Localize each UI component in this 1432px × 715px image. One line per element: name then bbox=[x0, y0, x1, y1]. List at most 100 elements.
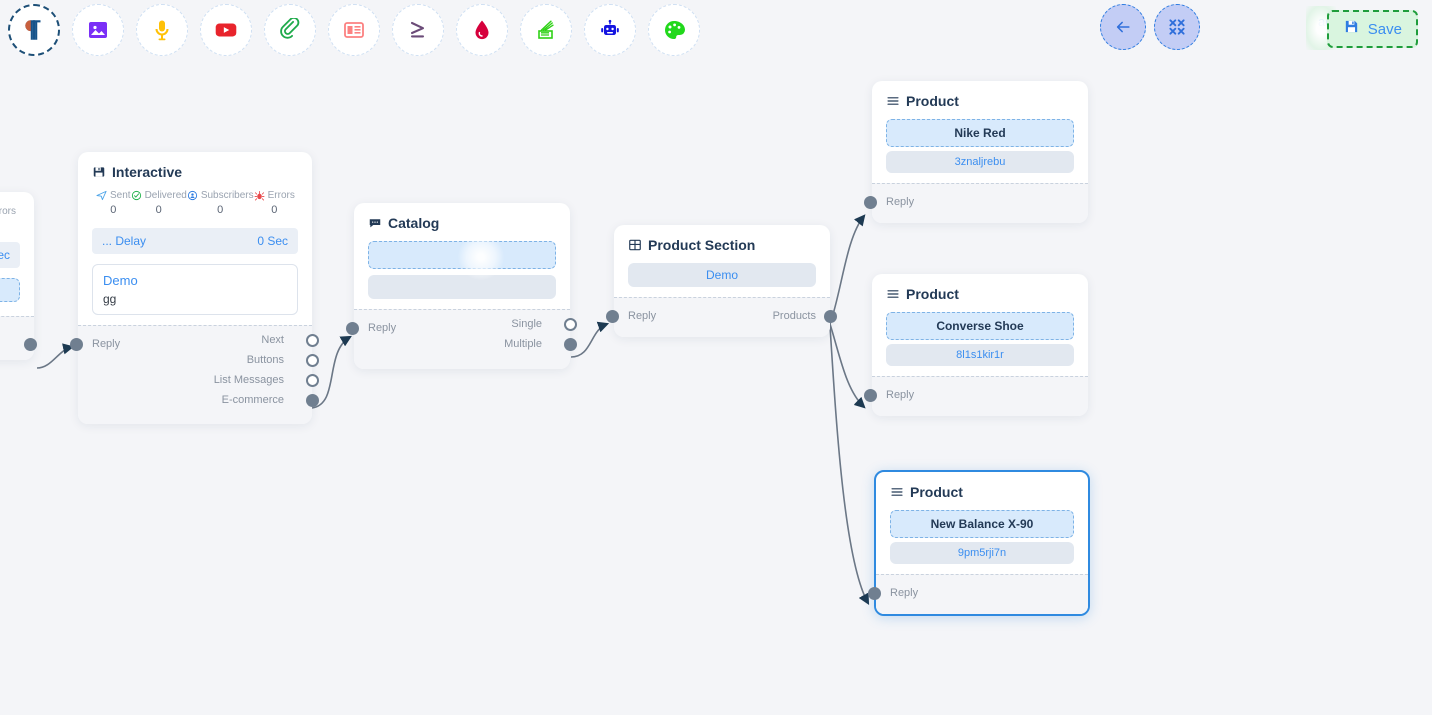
product-code-text: 9pm5rji7n bbox=[957, 547, 1007, 559]
delay-value: Sec bbox=[0, 248, 10, 262]
tool-drop-button[interactable] bbox=[456, 4, 508, 56]
input-port-reply[interactable] bbox=[346, 322, 359, 335]
product-code-field[interactable]: 9pm5rji7n bbox=[890, 542, 1074, 564]
node-footer: Reply Next Buttons List Messages E-comme… bbox=[70, 325, 319, 424]
demo-button-label: Demo bbox=[705, 268, 738, 282]
input-port-label-reply: Reply bbox=[368, 322, 397, 334]
sent-icon bbox=[96, 190, 107, 201]
product-name-field[interactable]: Nike Red bbox=[886, 119, 1074, 147]
tool-attachment-button[interactable] bbox=[264, 4, 316, 56]
tool-bot-button[interactable] bbox=[584, 4, 636, 56]
node-title-text: Catalog bbox=[388, 215, 440, 231]
node-footer: Reply bbox=[868, 574, 1088, 614]
output-port-next[interactable] bbox=[306, 334, 319, 347]
input-port-reply[interactable] bbox=[70, 338, 83, 351]
node-title-product: Product bbox=[886, 93, 1074, 109]
collapse-arrows-icon bbox=[1167, 17, 1187, 37]
delay-row[interactable]: Sec bbox=[0, 242, 20, 268]
stat-errors: Errors 0 bbox=[254, 190, 295, 216]
output-port-label-list-messages: List Messages bbox=[213, 374, 284, 386]
delay-row[interactable]: ... Delay 0 Sec bbox=[92, 228, 298, 254]
node-footer: Reply bbox=[864, 183, 1088, 223]
message-box[interactable]: Demo gg bbox=[92, 264, 298, 315]
node-palette-toolbar[interactable] bbox=[8, 4, 712, 56]
node-title-catalog: Catalog bbox=[368, 215, 556, 231]
product-name-text: Nike Red bbox=[954, 126, 1006, 140]
product-name-field[interactable]: New Balance X-90 bbox=[890, 510, 1074, 538]
tool-video-button[interactable] bbox=[200, 4, 252, 56]
subscribers-icon bbox=[187, 190, 198, 201]
node-title-interactive: Interactive bbox=[92, 164, 298, 180]
input-port-reply[interactable] bbox=[868, 587, 881, 600]
node-title-product: Product bbox=[890, 484, 1074, 500]
node-offscreen-left[interactable]: Errors 0 Sec essage bbox=[0, 192, 37, 360]
microphone-icon bbox=[150, 18, 174, 42]
output-port-products[interactable] bbox=[824, 310, 837, 323]
palette-icon bbox=[662, 18, 686, 42]
output-port-ecommerce[interactable] bbox=[306, 394, 319, 407]
node-product-2[interactable]: Product Converse Shoe 8l1s1kir1r Reply bbox=[864, 274, 1088, 416]
youtube-video-icon bbox=[213, 17, 239, 43]
stat-value: 0 bbox=[0, 220, 16, 232]
catalog-item-placeholder-secondary[interactable] bbox=[368, 275, 556, 299]
tool-condition-button[interactable] bbox=[392, 4, 444, 56]
save-button-label: Save bbox=[1367, 20, 1402, 38]
interactive-node-icon bbox=[92, 165, 106, 179]
tool-paragraph-button[interactable] bbox=[8, 4, 60, 56]
tool-list-button[interactable] bbox=[520, 4, 572, 56]
news-card-icon bbox=[342, 18, 366, 42]
node-footer: Reply Products bbox=[606, 297, 837, 337]
input-port-reply[interactable] bbox=[864, 196, 877, 209]
arrow-left-icon bbox=[1113, 17, 1133, 37]
product-code-field[interactable]: 8l1s1kir1r bbox=[886, 344, 1074, 366]
node-interactive[interactable]: Interactive Sent 0 bbox=[70, 152, 319, 424]
output-port-message[interactable] bbox=[24, 338, 37, 351]
tool-card-button[interactable] bbox=[328, 4, 380, 56]
node-catalog[interactable]: Catalog Reply Single Multiple bbox=[346, 203, 577, 369]
tool-image-button[interactable] bbox=[72, 4, 124, 56]
node-product-section[interactable]: Product Section Demo Reply Products bbox=[606, 225, 837, 337]
node-footer: Reply Single Multiple bbox=[346, 309, 577, 369]
node-title-text: Product bbox=[906, 93, 959, 109]
save-button[interactable]: Save bbox=[1326, 10, 1418, 48]
back-button[interactable] bbox=[1100, 4, 1146, 50]
output-port-labels: Next Buttons List Messages E-commerce bbox=[214, 330, 284, 410]
input-port-label-reply: Reply bbox=[890, 587, 919, 599]
chat-bubble-icon bbox=[368, 216, 382, 230]
node-title-text: Product Section bbox=[648, 237, 756, 253]
output-port-single[interactable] bbox=[564, 318, 577, 331]
product-code-field[interactable]: 3znaljrebu bbox=[886, 151, 1074, 173]
catalog-item-placeholder-primary[interactable] bbox=[368, 241, 556, 269]
robot-icon bbox=[598, 18, 622, 42]
canvas-controls-toolbar[interactable] bbox=[1100, 4, 1432, 50]
hamburger-icon bbox=[886, 94, 900, 108]
input-port-reply[interactable] bbox=[864, 389, 877, 402]
node-product-1[interactable]: Product Nike Red 3znaljrebu Reply bbox=[864, 81, 1088, 223]
hamburger-icon bbox=[890, 485, 904, 499]
product-name-text: New Balance X-90 bbox=[930, 517, 1034, 531]
product-section-demo-button[interactable]: Demo bbox=[628, 263, 816, 287]
node-title-text: Product bbox=[910, 484, 963, 500]
stat-subscribers: Subscribers 0 bbox=[187, 190, 254, 216]
message-body: gg bbox=[103, 292, 117, 306]
output-port-label-multiple: Multiple bbox=[504, 338, 542, 350]
collapse-button[interactable] bbox=[1154, 4, 1200, 50]
tool-microphone-button[interactable] bbox=[136, 4, 188, 56]
input-port-reply[interactable] bbox=[606, 310, 619, 323]
node-product-3[interactable]: Product New Balance X-90 9pm5rji7n Reply bbox=[868, 470, 1090, 616]
paragraph-icon bbox=[21, 17, 47, 43]
output-port-list-messages[interactable] bbox=[306, 374, 319, 387]
node-stats: Sent 0 Delivered 0 bbox=[92, 190, 298, 216]
output-port-label-products: Products bbox=[772, 310, 816, 322]
node-footer: Reply bbox=[864, 376, 1088, 416]
tool-palette-button[interactable] bbox=[648, 4, 700, 56]
node-footer: essage bbox=[0, 316, 37, 360]
output-port-buttons[interactable] bbox=[306, 354, 319, 367]
input-port-label-reply: Reply bbox=[92, 338, 121, 350]
message-placeholder bbox=[0, 278, 20, 302]
product-name-field[interactable]: Converse Shoe bbox=[886, 312, 1074, 340]
hamburger-icon bbox=[886, 287, 900, 301]
output-port-multiple[interactable] bbox=[564, 338, 577, 351]
input-port-label-reply: Reply bbox=[886, 196, 915, 208]
